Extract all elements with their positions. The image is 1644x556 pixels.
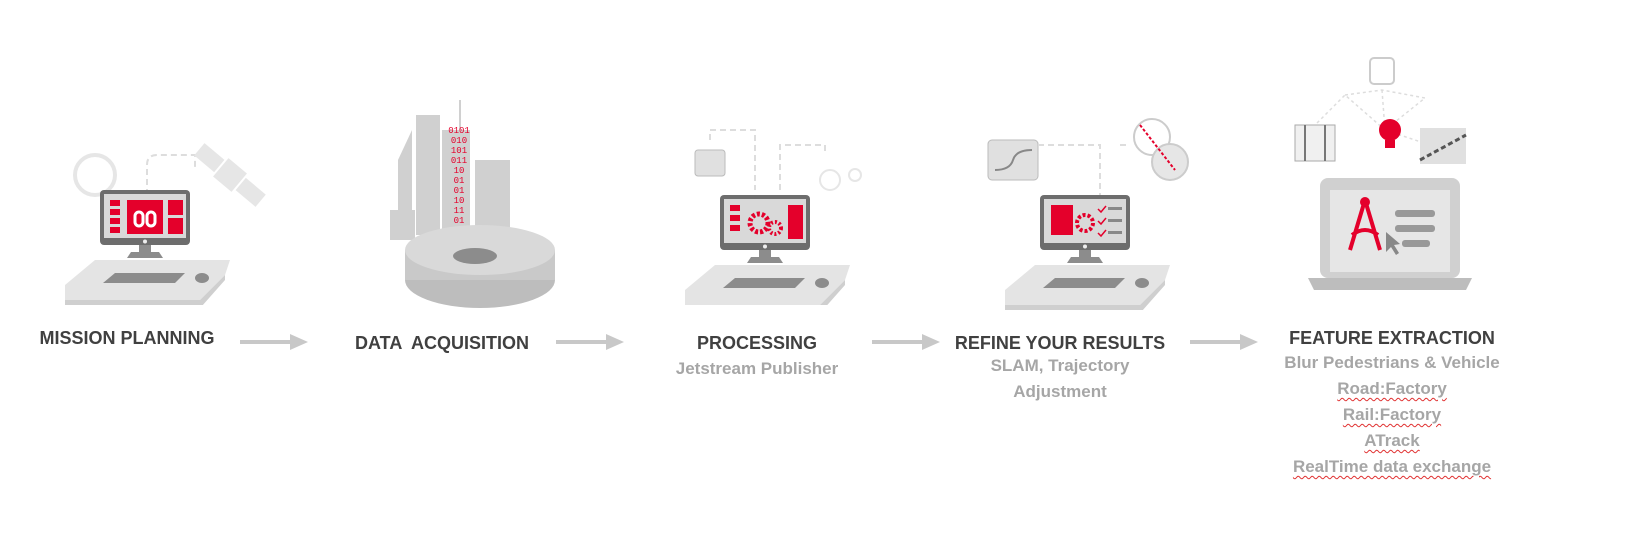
desktop-calendar-satellite-icon — [65, 143, 266, 306]
arrow-icon — [1190, 334, 1258, 350]
refine-illustration — [980, 115, 1200, 315]
processing-illustration — [665, 125, 905, 311]
city-binary-database-icon — [390, 100, 555, 308]
stage-title-mission-planning: MISSION PLANNING — [39, 328, 215, 348]
desktop-checklist-icon — [987, 118, 1189, 311]
stage-subtitle-refine: SLAM, Trajectory Adjustment — [991, 353, 1130, 405]
laptop-compass-icon — [1294, 57, 1472, 290]
binary-data-stream: 0101 010 101 011 10 01 01 10 11 01 — [448, 126, 470, 226]
arrow-icon — [556, 334, 624, 350]
stage-subtitle-feature-extraction: Blur Pedestrians & Vehicle Road:Factory … — [1284, 350, 1499, 480]
subtitle-line: Adjustment — [1013, 382, 1107, 401]
stage-title-processing: PROCESSING — [696, 333, 818, 353]
stage-subtitle-processing: Jetstream Publisher — [675, 359, 839, 378]
arrow-icon — [872, 334, 940, 350]
mission-planning-illustration — [55, 125, 275, 310]
stage-title-refine-your-results: REFINE YOUR RESULTS — [954, 333, 1166, 353]
desktop-gears-icon — [685, 129, 862, 311]
subtitle-line: SLAM, Trajectory — [990, 356, 1130, 375]
subtitle-line: Blur Pedestrians & Vehicle — [1284, 353, 1500, 372]
subtitle-line: Rail:Factory — [1342, 405, 1442, 424]
stage-title-data-acquisition: DATA ACQUISITION — [355, 333, 529, 353]
stage-title-feature-extraction: FEATURE EXTRACTION — [1289, 328, 1495, 348]
subtitle-line: Road:Factory — [1337, 379, 1447, 398]
arrow-icon — [240, 334, 308, 350]
subtitle-line: ATrack — [1364, 431, 1420, 450]
subtitle-line: RealTime data exchange — [1292, 457, 1492, 476]
feature-extraction-illustration — [1290, 50, 1490, 305]
data-acquisition-illustration — [380, 100, 560, 320]
